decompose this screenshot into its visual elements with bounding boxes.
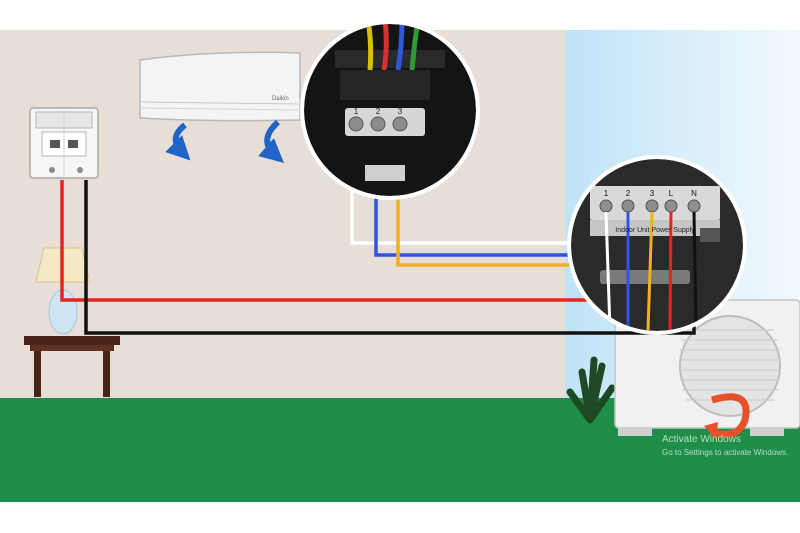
outdoor-terminal-label: L: [669, 189, 674, 198]
plant: [566, 356, 616, 424]
side-table: [24, 336, 120, 397]
ac-brand-label: Daikin: [272, 96, 289, 102]
outdoor-board-label: Indoor Unit Power Supply: [615, 227, 695, 234]
outdoor-terminal-label: 1: [604, 189, 609, 198]
exhaust-arrow-icon: [704, 393, 750, 440]
watermark-title: Activate Windows: [662, 434, 741, 445]
airflow-arrow-icon: [165, 122, 191, 161]
indoor-ac-unit: Daikin: [139, 51, 301, 122]
indoor-terminal-label: 2: [376, 107, 381, 116]
outdoor-terminal-label: 2: [626, 189, 631, 198]
outdoor-terminal-label: 3: [650, 189, 655, 198]
airflow-arrow-icon: [258, 119, 284, 163]
indoor-terminal-zoom: 1 2 3: [300, 20, 480, 200]
outdoor-terminal-label: N: [691, 189, 697, 198]
circuit-breaker: [29, 107, 99, 179]
indoor-terminal-label: 3: [398, 107, 403, 116]
outdoor-terminal-zoom: 1 2 3 L N Indoor Unit Power Supply: [567, 155, 747, 335]
watermark-subtitle: Go to Settings to activate Windows.: [662, 448, 788, 457]
indoor-terminal-label: 1: [354, 107, 359, 116]
